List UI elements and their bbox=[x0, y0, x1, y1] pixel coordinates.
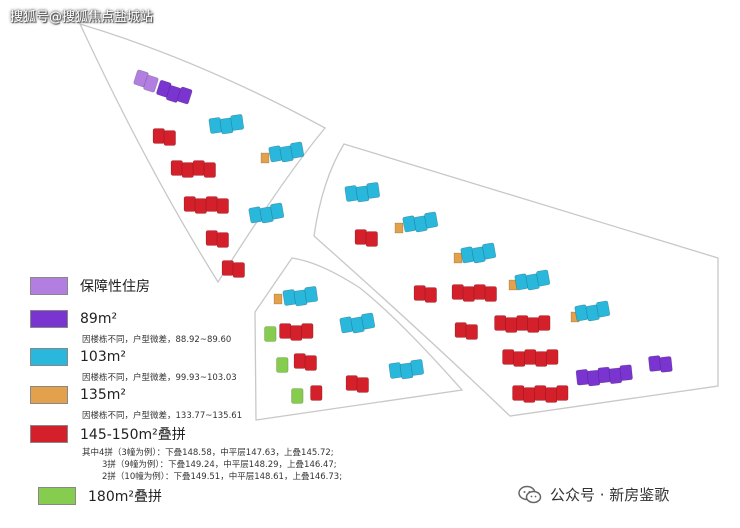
building-89 bbox=[156, 79, 193, 105]
building-135 bbox=[453, 252, 463, 264]
footer-brand: 公众号 · 新房鉴歌 bbox=[518, 484, 669, 505]
building-103 bbox=[388, 359, 425, 380]
building-145 bbox=[205, 230, 229, 248]
building-145 bbox=[502, 349, 559, 367]
building-180 bbox=[291, 388, 304, 404]
building-103 bbox=[514, 269, 551, 291]
legend-swatch-103 bbox=[30, 348, 68, 366]
building-103 bbox=[268, 141, 305, 163]
building-145 bbox=[170, 160, 216, 178]
legend-item-89: 89m² bbox=[30, 310, 117, 328]
building-145 bbox=[345, 375, 369, 393]
parcel-north bbox=[78, 22, 327, 284]
legend-item-135: 135m² bbox=[30, 386, 126, 404]
legend-item-180: 180m²叠拼 bbox=[38, 486, 162, 506]
legend-label: 103m² bbox=[80, 349, 126, 365]
building-135 bbox=[394, 222, 404, 234]
legend-item-103: 103m² bbox=[30, 348, 126, 366]
building-145 bbox=[454, 322, 478, 340]
legend-swatch-affordable bbox=[30, 277, 68, 295]
legend-swatch-180 bbox=[38, 487, 76, 505]
building-135 bbox=[273, 293, 283, 305]
legend-note: 因楼栋不同，户型微差，99.93~103.03 bbox=[82, 373, 237, 383]
legend-note: 因楼栋不同，户型微差，133.77~135.61 bbox=[82, 411, 243, 421]
wechat-icon bbox=[518, 485, 542, 503]
building-145 bbox=[310, 385, 323, 401]
building-89 bbox=[575, 364, 633, 387]
legend-label: 保障性住房 bbox=[80, 279, 150, 295]
legend-label: 145-150m²叠拼 bbox=[80, 427, 186, 443]
legend-item-145: 145-150m²叠拼 bbox=[30, 424, 186, 444]
building-103 bbox=[339, 312, 376, 334]
footer-brand-text: 公众号 · 新房鉴歌 bbox=[550, 486, 670, 504]
building-145 bbox=[152, 128, 176, 146]
building-145 bbox=[451, 284, 497, 302]
building-145 bbox=[183, 196, 229, 214]
building-145 bbox=[221, 260, 245, 278]
legend-note: 2拼（10幢为例）：下叠149.51，中平层148.61，上叠146.73; bbox=[102, 472, 343, 482]
legend-label: 180m²叠拼 bbox=[88, 489, 162, 505]
building-135 bbox=[260, 152, 270, 164]
legend-note: 3拼（9幢为例）：下叠149.24，中平层148.29，上叠146.47; bbox=[102, 460, 337, 470]
building-145 bbox=[512, 385, 569, 403]
legend-label: 89m² bbox=[80, 311, 118, 327]
legend-swatch-135 bbox=[30, 386, 68, 404]
legend-note: 因楼栋不同，户型微差，88.92~89.60 bbox=[82, 335, 232, 345]
building-103 bbox=[208, 114, 245, 135]
buildings-layer bbox=[133, 69, 673, 404]
building-89 bbox=[648, 355, 673, 373]
building-145 bbox=[279, 323, 314, 341]
building-180 bbox=[264, 326, 277, 342]
legend-note: 其中4拼（3幢为例）：下叠148.58，中平层147.63，上叠145.72; bbox=[82, 448, 334, 458]
building-145 bbox=[413, 285, 437, 303]
building-145 bbox=[293, 353, 317, 371]
legend-swatch-89 bbox=[30, 310, 68, 328]
legend-item-affordable: 保障性住房 bbox=[30, 276, 150, 296]
building-180 bbox=[276, 357, 289, 373]
building-103 bbox=[460, 242, 497, 264]
building-103 bbox=[282, 286, 319, 307]
legend-swatch-145 bbox=[30, 425, 68, 443]
building-145 bbox=[354, 229, 378, 247]
legend-label: 135m² bbox=[80, 387, 126, 403]
building-103 bbox=[344, 182, 381, 203]
watermark-text: 搜狐号@搜狐焦点盐城站 bbox=[10, 10, 154, 25]
building-103 bbox=[574, 300, 611, 322]
building-103 bbox=[402, 211, 439, 233]
building-affordable bbox=[133, 69, 159, 93]
building-103 bbox=[248, 202, 285, 224]
building-145 bbox=[494, 315, 551, 333]
